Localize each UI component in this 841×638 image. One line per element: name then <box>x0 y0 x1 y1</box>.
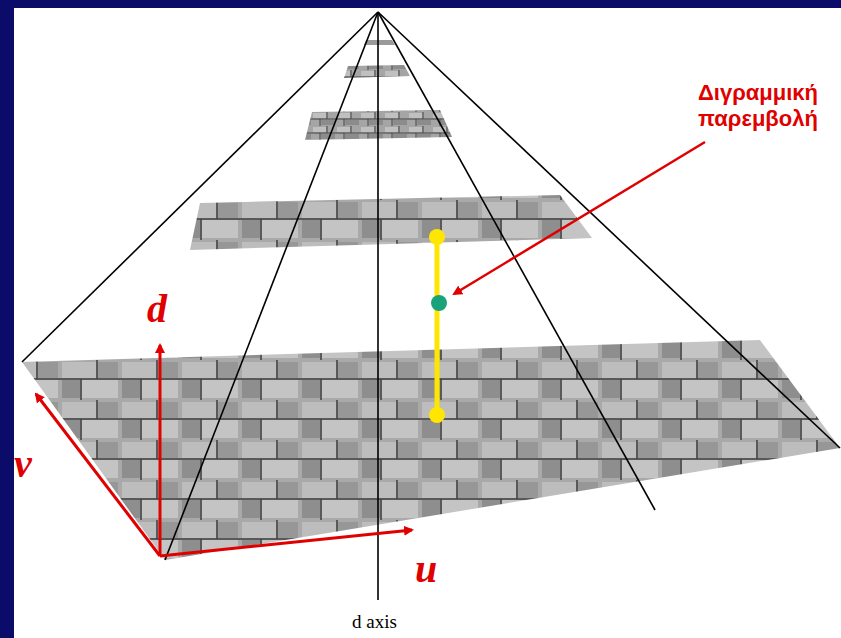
axis-caption: d axis <box>352 611 397 633</box>
callout-label: Διγραμμική παρεμβολή <box>683 80 833 133</box>
axis-label: v <box>14 440 32 487</box>
axis-label: d <box>147 285 167 332</box>
axis-label: u <box>415 545 437 592</box>
